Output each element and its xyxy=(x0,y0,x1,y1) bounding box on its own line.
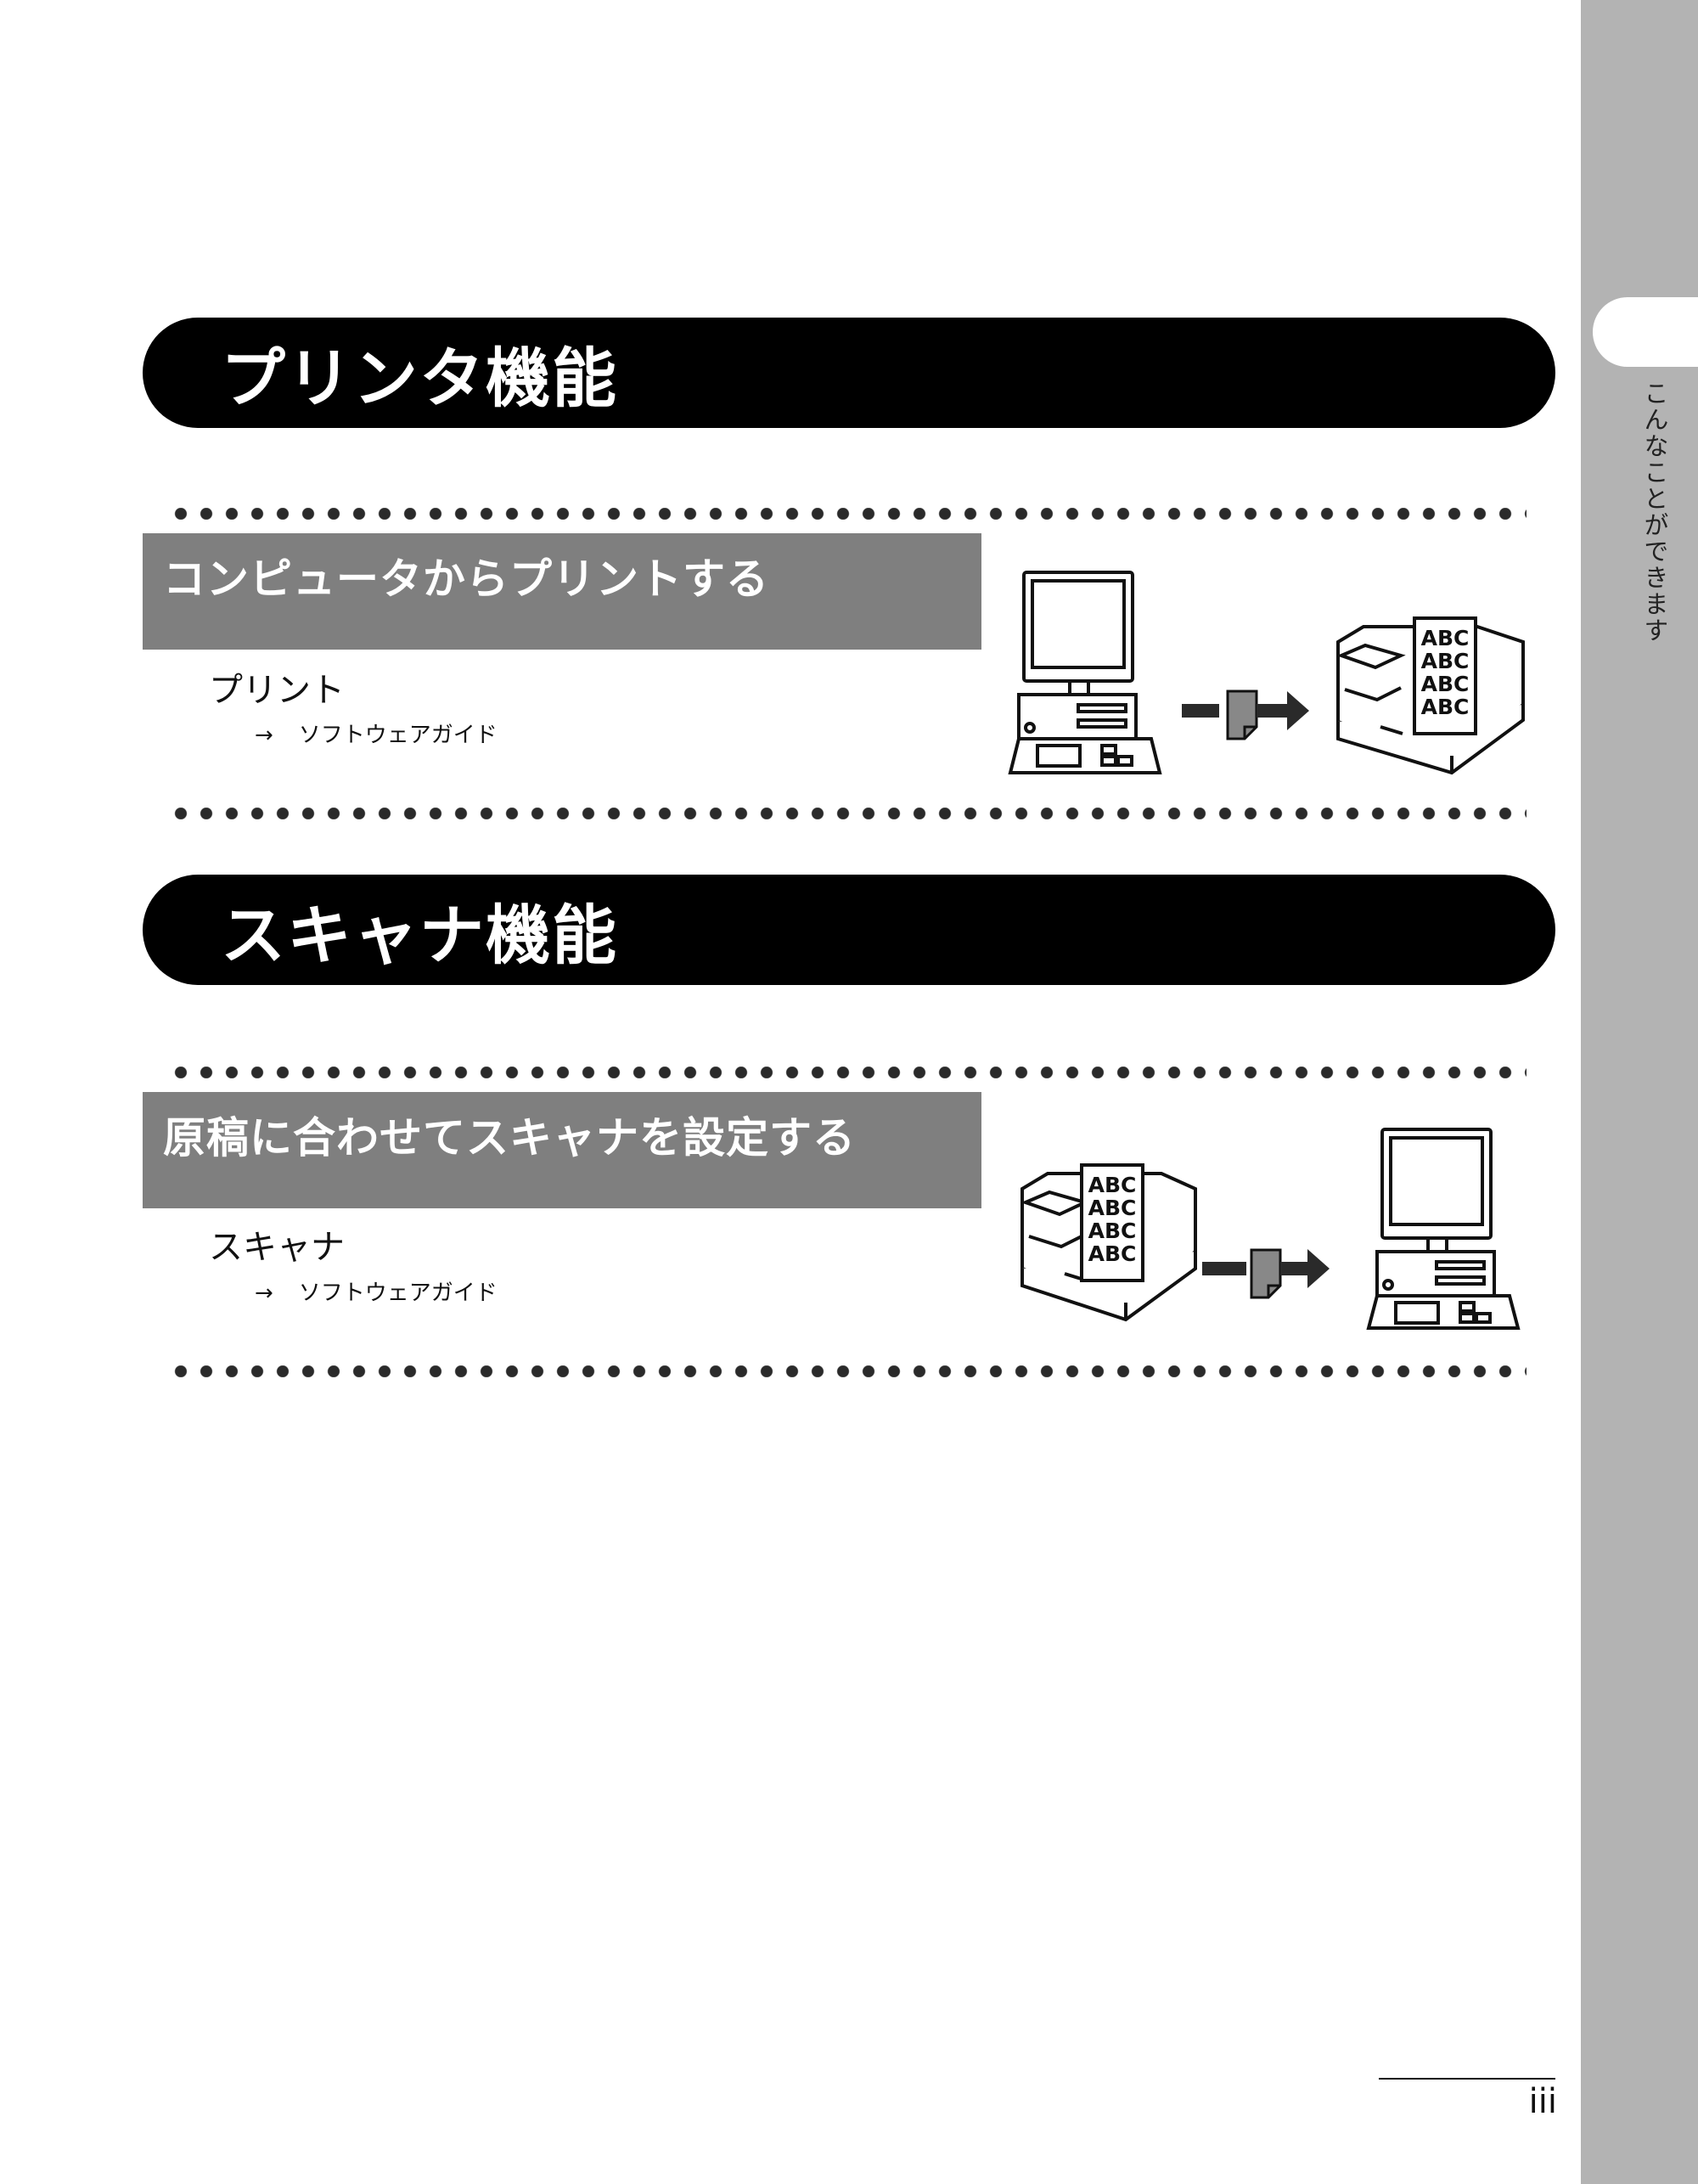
page-text: ABC xyxy=(1421,649,1470,673)
arrow-with-page-icon xyxy=(1202,1248,1330,1299)
illustration-computer-to-printer: ABC ABC ABC ABC xyxy=(1008,571,1525,775)
feature-item-scanner: スキャナ xyxy=(209,1228,345,1267)
printer-icon xyxy=(1336,616,1525,775)
scanner-icon xyxy=(1020,1163,1197,1322)
dotted-divider xyxy=(168,1365,1527,1377)
reference-software-guide[interactable]: ソフトウェアガイド xyxy=(298,723,498,748)
arrow-right-icon: → xyxy=(255,1281,273,1306)
reference-software-guide[interactable]: ソフトウェアガイド xyxy=(298,1281,498,1306)
illustration-scanner-to-computer: ABC ABC ABC ABC xyxy=(1020,1128,1521,1330)
side-tab-label: こんなことができます xyxy=(1640,380,1669,644)
page-text: ABC xyxy=(1421,626,1470,650)
page-text: ABC xyxy=(1088,1241,1137,1266)
dotted-divider xyxy=(168,808,1527,819)
page-number: iii xyxy=(1528,2082,1557,2121)
page-text: ABC xyxy=(1421,695,1470,719)
computer-icon xyxy=(1008,571,1162,774)
reference-line: → ソフトウェアガイド xyxy=(255,1275,498,1307)
page-number-rule xyxy=(1379,2078,1555,2080)
feature-item-print: プリント xyxy=(209,671,345,710)
section-title-scanner: スキャナ機能 xyxy=(143,875,1555,985)
side-index-tab[interactable] xyxy=(1593,297,1698,367)
arrow-right-icon: → xyxy=(255,723,273,748)
feature-heading-scanner-settings: 原稿に合わせてスキャナを設定する xyxy=(143,1092,981,1208)
page-text: ABC xyxy=(1088,1196,1137,1220)
computer-icon xyxy=(1366,1128,1521,1330)
arrow-with-page-icon xyxy=(1182,690,1309,740)
dotted-divider xyxy=(168,508,1527,520)
reference-line: → ソフトウェアガイド xyxy=(255,718,498,749)
page-text: ABC xyxy=(1088,1173,1137,1197)
dotted-divider xyxy=(168,1067,1527,1078)
page-text: ABC xyxy=(1088,1219,1137,1243)
section-title-printer: プリンタ機能 xyxy=(143,318,1555,428)
feature-heading-print-from-computer: コンピュータからプリントする xyxy=(143,533,981,650)
page-text: ABC xyxy=(1421,672,1470,696)
